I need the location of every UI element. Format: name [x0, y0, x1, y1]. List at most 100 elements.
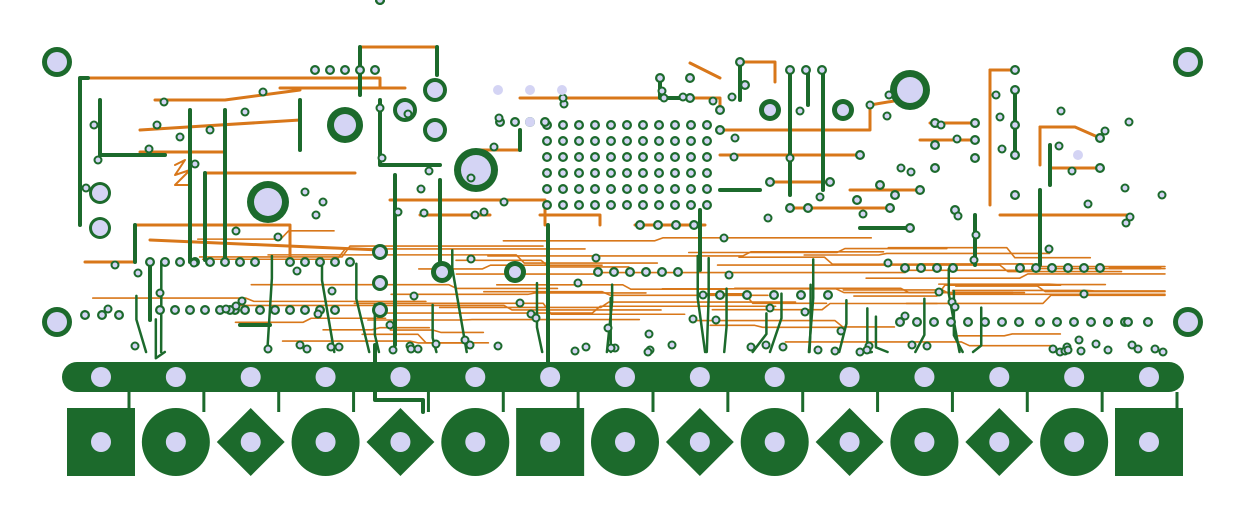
via-drill — [560, 170, 566, 176]
via-drill — [643, 269, 649, 275]
via-drill — [418, 186, 424, 192]
pad-drill — [764, 104, 776, 116]
rail-drill — [764, 367, 785, 387]
via-drill — [948, 319, 954, 325]
via-drill — [832, 348, 838, 354]
trace-top — [538, 213, 602, 227]
via-drill — [357, 67, 363, 73]
trace-top — [718, 98, 902, 132]
via-drill — [265, 346, 271, 352]
via-drill — [560, 202, 566, 208]
via-drill — [257, 307, 263, 313]
via-drill — [797, 108, 803, 114]
via-drill — [560, 122, 566, 128]
via-drill — [691, 222, 697, 228]
via-drill — [624, 202, 630, 208]
pad-drill — [427, 82, 443, 98]
trace-top-thin — [502, 237, 873, 242]
via-drill — [411, 293, 417, 299]
unplated-hole — [557, 85, 567, 95]
via-drill — [932, 142, 938, 148]
via-drill — [395, 209, 401, 215]
trace-top-thin — [281, 340, 469, 344]
pad-drill — [509, 266, 521, 278]
via-drill — [704, 138, 710, 144]
via-drill — [157, 290, 163, 296]
via-drill — [972, 120, 978, 126]
via-drill — [950, 265, 956, 271]
via-drill — [1152, 346, 1158, 352]
via-drill — [495, 343, 501, 349]
via-drill — [907, 225, 913, 231]
trace-top-thin — [495, 283, 727, 290]
trace-top-thin — [957, 333, 1062, 337]
via-drill — [1097, 135, 1103, 141]
via-drill — [1012, 67, 1018, 73]
trace-bottom-feeder — [355, 262, 371, 354]
via-drill — [202, 307, 208, 313]
via-drill — [688, 154, 694, 160]
via-drill — [1058, 108, 1064, 114]
via-drill — [82, 312, 88, 318]
pad-drill — [92, 220, 108, 236]
via-drill — [624, 170, 630, 176]
trace-bottom-feeder — [154, 318, 167, 360]
via-drill — [993, 92, 999, 98]
via-drill — [744, 292, 750, 298]
via-drill — [297, 342, 303, 348]
via-drill — [688, 202, 694, 208]
via-drill — [294, 268, 300, 274]
via-drill — [379, 155, 385, 161]
via-drill — [576, 202, 582, 208]
trace-bottom — [378, 98, 442, 167]
via-drill — [315, 311, 321, 317]
edge-pad-drill — [1139, 432, 1159, 452]
via-drill — [934, 265, 940, 271]
via-drill — [819, 67, 825, 73]
via-drill — [1049, 265, 1055, 271]
via-drill — [637, 222, 643, 228]
via-drill — [1054, 319, 1060, 325]
via-drill — [640, 170, 646, 176]
via-drill — [659, 88, 665, 94]
edge-pad-drill — [615, 432, 635, 452]
via-drill — [146, 146, 152, 152]
via-drill — [1065, 265, 1071, 271]
via-drill — [1125, 319, 1131, 325]
via-drill — [798, 292, 804, 298]
via-drill — [347, 259, 353, 265]
via-drill — [576, 138, 582, 144]
via-drill — [426, 168, 432, 174]
via-drill — [342, 67, 348, 73]
via-drill — [332, 259, 338, 265]
via-drill — [999, 146, 1005, 152]
via-drill — [177, 259, 183, 265]
via-drill — [467, 342, 473, 348]
via-drill — [767, 179, 773, 185]
pad-drill — [92, 185, 108, 201]
via-drill — [864, 347, 870, 353]
via-drill — [468, 256, 474, 262]
via-drill — [1016, 319, 1022, 325]
rail-drill — [390, 367, 411, 387]
via-drill — [320, 199, 326, 205]
via-drill — [560, 138, 566, 144]
via-drill — [608, 122, 614, 128]
via-drill — [688, 138, 694, 144]
trace-top-thin — [733, 287, 1026, 294]
bottom-copper-layer — [62, 45, 1184, 414]
via-drill — [468, 175, 474, 181]
via-drill — [972, 137, 978, 143]
rail-drill — [91, 367, 111, 387]
via-drill — [472, 212, 478, 218]
trace-bottom — [98, 98, 167, 157]
via-drill — [481, 209, 487, 215]
via-drill — [914, 319, 920, 325]
via-drill — [544, 154, 550, 160]
via-drill — [825, 292, 831, 298]
unplated-hole — [525, 117, 535, 127]
via-drill — [999, 319, 1005, 325]
pad-layer — [42, 0, 1203, 357]
via-drill — [669, 342, 675, 348]
